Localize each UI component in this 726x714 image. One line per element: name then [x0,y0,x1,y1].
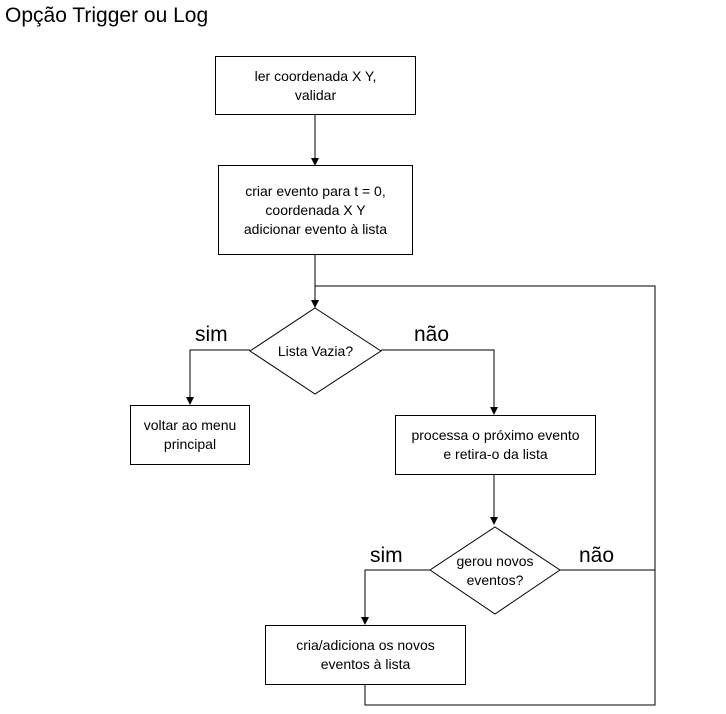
edge-new-events-yes [361,569,430,625]
edge-new-events-no [315,285,656,571]
diagram-title: Opção Trigger ou Log [5,4,209,27]
label-new-events-yes: sim [370,544,403,567]
edge-add-events-loop [364,570,656,706]
node-read-coordinates: ler coordenada X Y, validar [215,56,416,115]
decision-new-events-label: gerou novos eventos? [456,553,534,588]
edge-empty-no [381,349,498,415]
decision-list-empty-label: Lista Vazia? [277,342,354,359]
label-list-empty-no: não [414,323,450,346]
edge-empty-yes [186,349,250,405]
node-process-event: processa o próximo evento e retira-o da … [395,415,596,475]
decision-new-events-shape [429,526,561,615]
label-list-empty-yes: sim [195,323,228,346]
node-add-new-events: cria/adiciona os novos eventos à lista [265,625,466,685]
label-new-events-no: não [579,544,615,567]
decision-list-empty-shape [249,307,382,395]
node-create-event: criar evento para t = 0, coordenada X Y … [218,165,413,255]
node-back-to-menu: voltar ao menu principal [130,405,250,465]
